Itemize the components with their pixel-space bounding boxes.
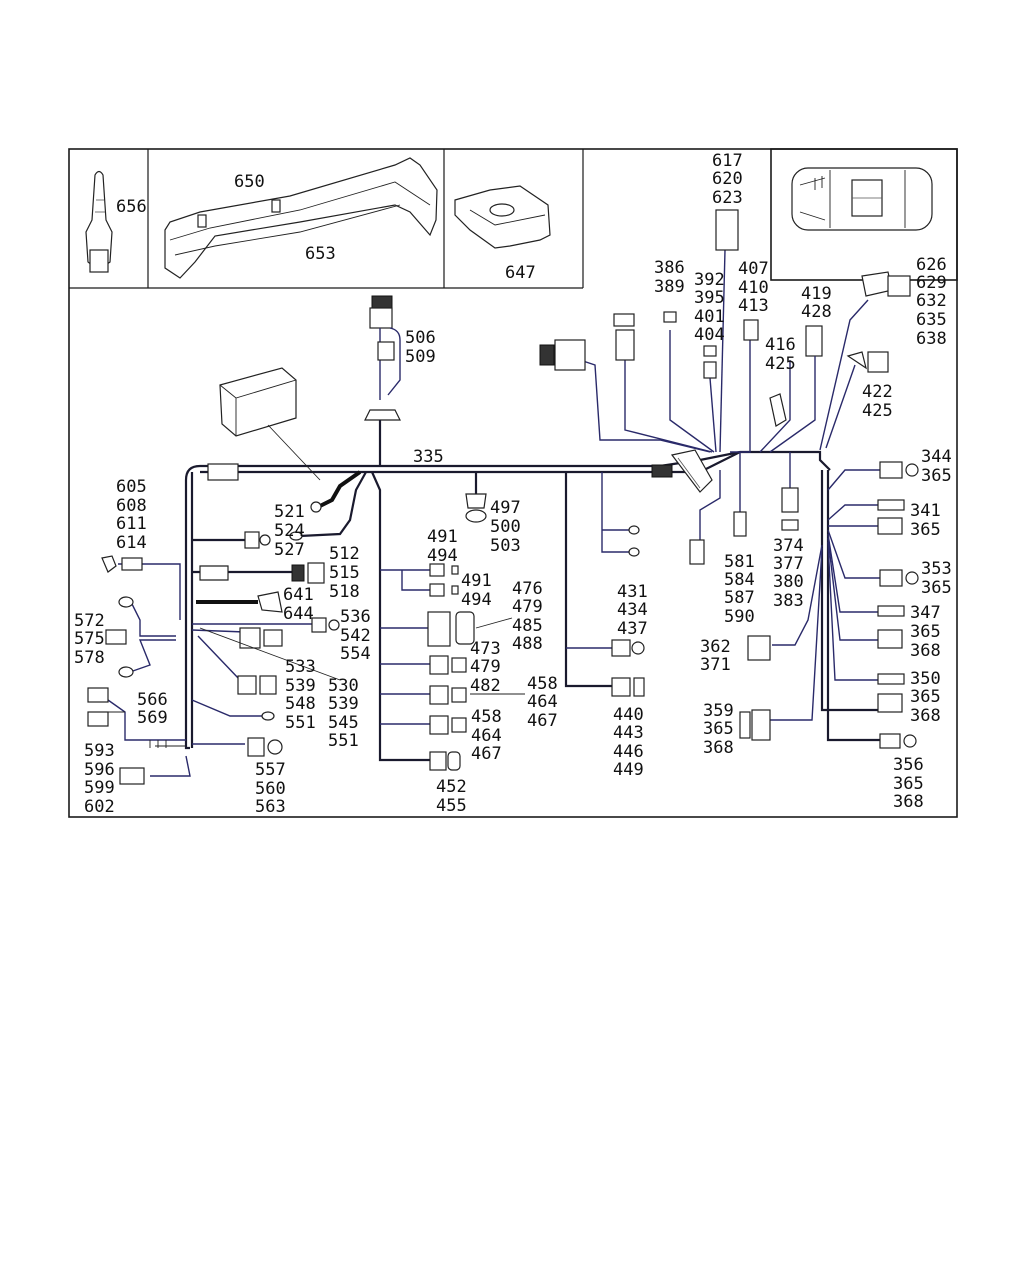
cover-strip-part-650-653 [164,157,438,279]
label-653: 653 [305,244,336,264]
label-344: 344 365 [921,447,962,486]
label-476: 476 479 485 488 [512,579,553,654]
label-557: 557 560 563 [255,760,296,817]
label-422: 422 425 [862,382,903,421]
label-359: 359 365 368 [703,701,744,758]
label-350: 350 365 368 [910,669,951,726]
top-right-branches [539,209,911,565]
label-440: 440 443 446 449 [613,705,654,780]
label-374: 374 377 380 383 [773,536,814,611]
label-452: 452 455 [436,777,477,816]
label-491-b: 491 494 [461,571,502,610]
label-506: 506 509 [405,328,446,367]
label-650: 650 [234,172,265,192]
bracket-part-647 [454,185,551,249]
label-512: 512 515 518 [329,544,370,602]
center-right-branches [564,472,645,697]
vehicle-top-view-icon [791,167,933,231]
label-353: 353 365 [921,559,962,598]
label-626: 626 629 632 635 638 [916,255,957,349]
right-side-branches [739,461,919,749]
label-407: 407 410 413 [738,259,779,316]
label-458-b: 458 464 467 [471,707,512,764]
callout-labels: 656 650 653 647 617 620 623 386 389 392 … [74,151,962,817]
label-530: 530 539 545 551 [328,676,369,751]
middle-branches [370,471,525,771]
label-479: 479 482 [470,657,511,696]
label-419: 419 428 [801,284,842,322]
left-branches [87,531,341,785]
relay-box-part [219,367,321,481]
label-356: 356 365 368 [893,755,934,812]
label-362: 362 371 [700,637,741,675]
label-617: 617 620 623 [712,151,753,208]
label-641: 641 644 [283,585,324,624]
label-581: 581 584 587 590 [724,552,765,627]
antenna-part-656 [85,170,113,273]
label-533: 533 539 548 551 [285,657,326,733]
diagram-frame [68,148,958,818]
label-341: 341 365 [910,501,951,540]
label-566: 566 569 [137,690,178,728]
label-656: 656 [116,197,147,217]
branch-521 [289,470,367,541]
label-347: 347 365 368 [910,603,951,661]
label-431: 431 434 437 [617,582,658,639]
trunk-junction-connector [651,449,713,493]
label-572: 572 575 578 [74,611,115,668]
label-497: 497 500 503 [490,498,531,556]
main-harness-trunk [184,449,831,750]
label-647: 647 [505,263,536,283]
label-386: 386 389 [654,258,695,297]
label-458-a: 458 464 467 [527,674,568,731]
label-593: 593 596 599 602 [84,741,125,817]
label-335: 335 [413,447,444,467]
label-491-a: 491 494 [427,527,468,566]
label-536: 536 542 554 [340,607,381,664]
label-473: 473 [470,639,501,659]
label-521: 521 524 527 [274,502,315,560]
label-605: 605 608 611 614 [116,477,157,553]
branch-506 [364,295,401,466]
label-392: 392 395 401 404 [694,270,735,345]
label-416: 416 425 [765,335,806,374]
